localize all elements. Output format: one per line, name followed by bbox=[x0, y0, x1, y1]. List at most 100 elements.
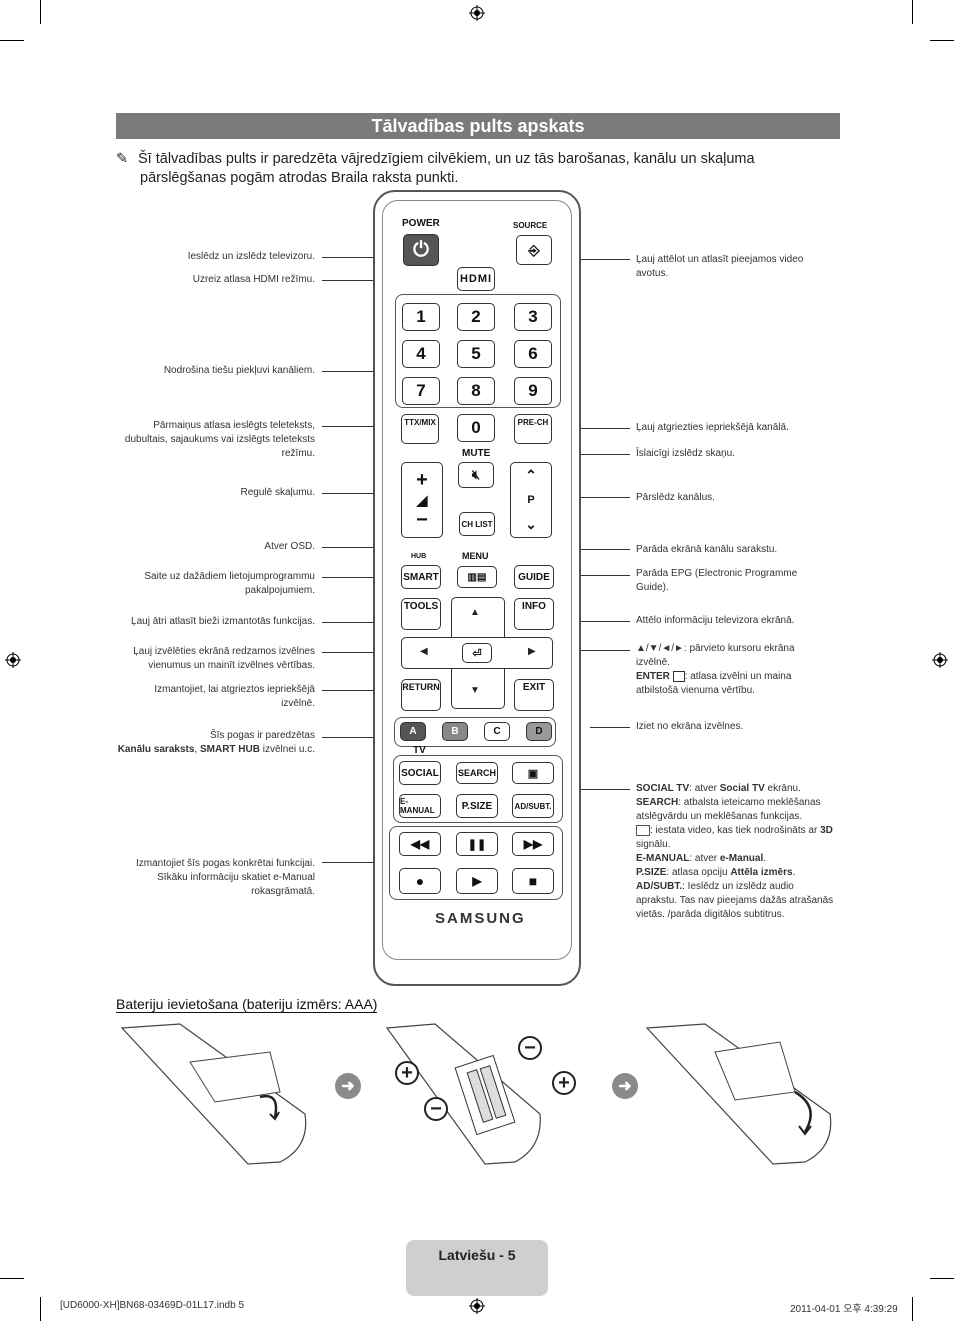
dpad-right-icon[interactable]: ▶ bbox=[528, 646, 536, 657]
num-6-button[interactable]: 6 bbox=[514, 340, 552, 368]
footer-file-info: [UD6000-XH]BN68-03469D-01L17.indb 5 bbox=[60, 1300, 245, 1311]
power-icon: ⏻ bbox=[413, 238, 429, 261]
info-button[interactable]: INFO bbox=[514, 598, 554, 630]
stop-button[interactable]: ■ bbox=[512, 868, 554, 894]
pause-button[interactable]: ❚❚ bbox=[456, 832, 498, 856]
arrow-right-icon: ➜ bbox=[335, 1073, 361, 1099]
num-9-button[interactable]: 9 bbox=[514, 377, 552, 405]
dpad-down-icon[interactable]: ▼ bbox=[470, 685, 480, 696]
num-3-button[interactable]: 3 bbox=[514, 303, 552, 331]
return-button[interactable]: RETURN bbox=[401, 679, 441, 711]
e-manual-button[interactable]: E-MANUAL bbox=[399, 794, 441, 818]
label-info: Attēlo informāciju televizora ekrānā. bbox=[636, 615, 795, 626]
rewind-button[interactable]: ◀◀ bbox=[399, 832, 441, 856]
num-0-button[interactable]: 0 bbox=[457, 414, 495, 442]
social-button[interactable]: SOCIAL bbox=[399, 761, 441, 785]
play-button[interactable]: ▶ bbox=[456, 868, 498, 894]
label-cursor: ▲/▼/◄/►: pārvieto kursoru ekrāna izvēlnē… bbox=[636, 642, 816, 698]
num-7-button[interactable]: 7 bbox=[402, 377, 440, 405]
fast-forward-button[interactable]: ▶▶ bbox=[512, 832, 554, 856]
source-label: SOURCE bbox=[513, 221, 548, 230]
menu-button[interactable]: ▥▤ bbox=[457, 566, 497, 588]
label-numbers: Nodrošina tiešu piekļuvi kanāliem. bbox=[163, 365, 315, 376]
num-5-button[interactable]: 5 bbox=[457, 340, 495, 368]
battery-section-title: Bateriju ievietošana (bateriju izmērs: A… bbox=[116, 996, 378, 1013]
special-adsubt: AD/SUBT.: Ieslēdz un izslēdz audio aprak… bbox=[636, 881, 834, 920]
smart-button[interactable]: SMART bbox=[401, 565, 441, 589]
special-psize: P.SIZE: atlasa opciju Attēla izmērs. bbox=[636, 867, 796, 878]
pre-ch-button[interactable]: PRE-CH bbox=[514, 414, 552, 444]
volume-icon: ◢ bbox=[416, 492, 428, 508]
play-icon: ▶ bbox=[472, 874, 482, 888]
label-cursor-line: ▲/▼/◄/►: pārvieto kursoru ekrāna izvēlnē… bbox=[636, 643, 795, 668]
num-1-button[interactable]: 1 bbox=[402, 303, 440, 331]
dpad-left-icon[interactable]: ◀ bbox=[420, 646, 428, 657]
ch-list-button[interactable]: CH LIST bbox=[459, 512, 495, 536]
channel-rocker[interactable]: ⌃P⌄ bbox=[510, 462, 552, 538]
search-button[interactable]: SEARCH bbox=[456, 762, 498, 784]
channel-p-label: P bbox=[527, 494, 535, 506]
plus-icon: + bbox=[395, 1061, 419, 1085]
enter-button[interactable]: ⏎ bbox=[462, 643, 492, 663]
note-line-2: pārslēgšanas pogām atrodas Braila raksta… bbox=[140, 170, 459, 186]
label-mute: Īslaicīgi izslēdz skaņu. bbox=[636, 448, 735, 459]
power-label: POWER bbox=[402, 218, 440, 229]
3d-button[interactable]: ▣ bbox=[512, 762, 554, 784]
label-menu: Atver OSD. bbox=[264, 541, 315, 552]
power-button[interactable]: ⏻ bbox=[403, 234, 439, 266]
volume-down-icon: − bbox=[416, 509, 428, 531]
num-2-button[interactable]: 2 bbox=[457, 303, 495, 331]
label-smart: Saite uz dažādiem lietojumprogrammu paka… bbox=[144, 571, 315, 596]
dpad-up-icon[interactable]: ▲ bbox=[470, 607, 480, 618]
note-line-1: Šī tālvadības pults ir paredzēta vājredz… bbox=[138, 151, 755, 167]
label-ttx: Pārmaiņus atlasa ieslēgts teleteksts, du… bbox=[124, 420, 315, 459]
colour-buttons-group bbox=[394, 717, 556, 747]
p-size-button[interactable]: P.SIZE bbox=[456, 794, 498, 818]
label-colours-line1: Šīs pogas ir paredzētas bbox=[209, 730, 315, 741]
source-button[interactable]: ⎆ bbox=[516, 235, 552, 265]
volume-rocker[interactable]: +◢− bbox=[401, 462, 443, 538]
source-icon: ⎆ bbox=[528, 241, 540, 258]
label-prech: Ļauj atgriezties iepriekšējā kanālā. bbox=[636, 422, 789, 433]
minus-icon: − bbox=[518, 1036, 542, 1060]
special-buttons-description: SOCIAL TV: atver Social TV ekrānu. SEARC… bbox=[636, 782, 836, 922]
3d-icon: ▣ bbox=[527, 767, 539, 780]
color-b-button[interactable]: B bbox=[442, 722, 468, 741]
color-d-button[interactable]: D bbox=[526, 722, 552, 741]
ad-subt-button[interactable]: AD/SUBT. bbox=[512, 794, 554, 818]
num-8-button[interactable]: 8 bbox=[457, 377, 495, 405]
mute-button[interactable]: 🔇︎ bbox=[458, 462, 494, 488]
label-channel: Pārslēdz kanālus. bbox=[636, 492, 715, 503]
tv-label: TV bbox=[413, 745, 426, 756]
record-button[interactable]: ● bbox=[399, 868, 441, 894]
fast-forward-icon: ▶▶ bbox=[523, 837, 543, 851]
stop-icon: ■ bbox=[528, 873, 538, 889]
tools-button[interactable]: TOOLS bbox=[401, 598, 441, 630]
color-c-button[interactable]: C bbox=[484, 722, 510, 741]
label-colours-rest: izvēlnei u.c. bbox=[259, 744, 315, 755]
volume-up-icon: + bbox=[416, 469, 428, 491]
footer-timestamp: 2011-04-01 오후 4:39:29 bbox=[790, 1304, 898, 1315]
label-hdmi: Uzreiz atlasa HDMI režīmu. bbox=[192, 274, 315, 285]
page-number-tab: Latviešu - 5 bbox=[406, 1240, 548, 1296]
label-return: Izmantojiet, lai atgrieztos iepriekšējā … bbox=[154, 684, 315, 709]
color-a-button[interactable]: A bbox=[400, 722, 426, 741]
page-title: Tālvadības pults apskats bbox=[116, 113, 840, 139]
num-4-button[interactable]: 4 bbox=[402, 340, 440, 368]
label-arrows: Ļauj izvēlēties ekrānā redzamos izvēlnes… bbox=[133, 646, 315, 671]
ttx-mix-button[interactable]: TTX/MIX bbox=[401, 414, 439, 444]
registration-mark-icon bbox=[932, 652, 948, 668]
record-icon: ● bbox=[415, 873, 425, 889]
label-enter-desc: : atlasa izvēlni un maina atbilstošā vie… bbox=[636, 671, 792, 696]
rewind-icon: ◀◀ bbox=[410, 837, 430, 851]
hdmi-button[interactable]: HDMI bbox=[457, 267, 495, 291]
exit-button[interactable]: EXIT bbox=[514, 679, 554, 711]
guide-button[interactable]: GUIDE bbox=[514, 565, 554, 589]
hub-label: HUB bbox=[411, 553, 427, 560]
registration-mark-icon bbox=[5, 652, 21, 668]
pencil-icon: ✎ bbox=[116, 151, 129, 167]
number-pad-group bbox=[395, 294, 561, 408]
arrow-right-icon: ➜ bbox=[612, 1073, 638, 1099]
samsung-logo: SAMSUNG bbox=[435, 910, 526, 927]
battery-step-1-illustration bbox=[120, 1023, 307, 1165]
